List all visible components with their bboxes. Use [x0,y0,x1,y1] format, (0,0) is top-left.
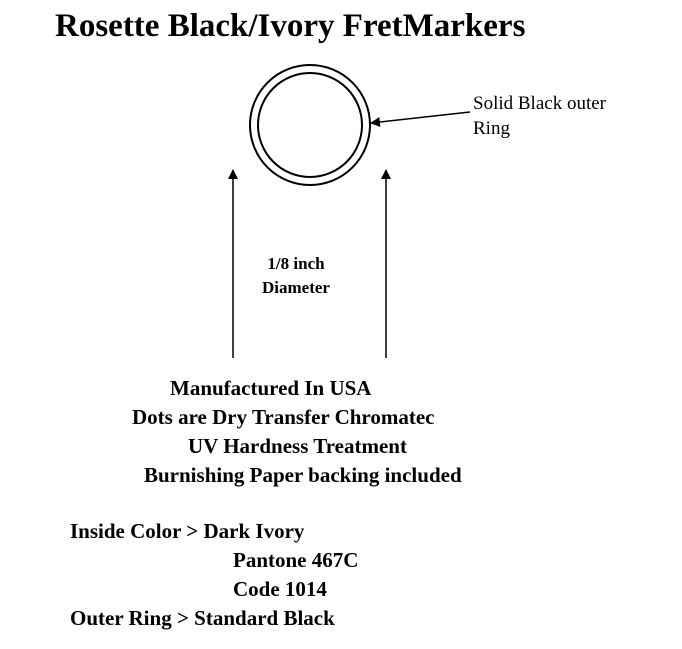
callout-arrow [370,111,471,127]
color-specs: Inside Color > Dark Ivory Pantone 467C C… [70,517,358,633]
diameter-value: 1/8 inch [267,254,325,273]
callout-line-1: Solid Black outer [473,93,606,114]
callout-line-2: Ring [473,118,510,139]
page-title: Rosette Black/Ivory FretMarkers [55,8,526,44]
spec-code: Code 1014 [233,577,327,601]
outer-ring [249,64,371,186]
note-dry-transfer: Dots are Dry Transfer Chromatec [132,405,435,429]
outer-ring-callout: Solid Black outer Ring [473,91,673,141]
note-uv-treatment: UV Hardness Treatment [188,434,407,458]
spec-outer-ring: Outer Ring > Standard Black [70,606,335,630]
spec-pantone: Pantone 467C [233,548,359,572]
diameter-caption: Diameter [262,278,330,297]
note-manufactured: Manufactured In USA [170,376,372,400]
note-burnishing-paper: Burnishing Paper backing included [144,463,462,487]
product-notes: Manufactured In USA Dots are Dry Transfe… [130,374,540,490]
spec-inside-color: Inside Color > Dark Ivory [70,519,305,543]
diameter-label: 1/8 inch Diameter [232,252,360,300]
inner-ring [257,72,363,178]
